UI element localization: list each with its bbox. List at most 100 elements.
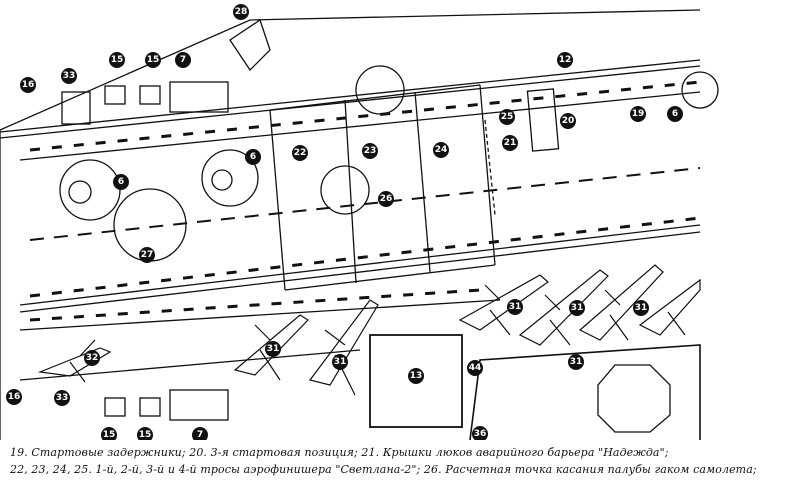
callout-7-bottom: 7 [192,427,208,440]
callout-15-top-b: 15 [145,52,161,68]
svg-text:21: 21 [504,138,517,148]
wire-23 [344,99,357,284]
svg-text:12: 12 [559,55,572,65]
callout-20: 20 [560,113,576,129]
caption-line-2: 22, 23, 24, 25. 1-й, 2-й, 3-й и 4-й трос… [10,463,757,476]
figure-caption: 19. Стартовые задержники; 20. 3-я старто… [0,440,800,486]
svg-text:27: 27 [141,250,154,260]
equip-box-15d [139,397,161,417]
callout-27: 27 [139,247,155,263]
svg-text:33: 33 [56,393,69,403]
upper-circle [355,65,405,115]
wire-25 [479,84,496,266]
callout-21: 21 [502,135,518,151]
deck-edge-lower-line [19,299,501,331]
callout-15-top-a: 15 [109,52,125,68]
callout-24: 24 [433,142,449,158]
svg-text:6: 6 [118,177,124,187]
svg-text:16: 16 [8,392,21,402]
sponson-upper [229,18,271,72]
callout-25: 25 [499,109,515,125]
wire-span-top [269,84,481,111]
equip-box-15a [104,85,126,105]
svg-text:31: 31 [334,357,347,367]
dash-row-top [29,80,701,152]
callout-13: 13 [408,368,424,384]
callout-22: 22 [292,145,308,161]
svg-text:7: 7 [180,55,186,65]
callout-15-bottom-a: 15 [101,427,117,440]
svg-text:15: 15 [103,430,116,440]
callout-31-a: 31 [265,341,281,357]
svg-text:31: 31 [570,357,583,367]
svg-text:15: 15 [147,55,160,65]
runway-border-bottom [19,224,701,306]
equip-block-7a [169,81,229,113]
svg-text:33: 33 [63,71,76,81]
callout-16-bottom: 16 [6,389,22,405]
svg-text:32: 32 [86,353,99,363]
barrier-cover [484,119,496,216]
callout-6-mid: 6 [245,149,261,165]
svg-text:15: 15 [111,55,124,65]
callout-23: 23 [362,143,378,159]
svg-text:28: 28 [235,7,248,17]
callout-28: 28 [233,4,249,20]
aircraft-31c [458,274,549,336]
callout-15-bottom-b: 15 [137,427,153,440]
callout-16-top: 16 [20,77,36,93]
callout-31-b: 31 [332,354,348,370]
callout-6-right: 6 [667,106,683,122]
svg-text:26: 26 [380,194,393,204]
wire-22 [269,109,286,291]
svg-text:24: 24 [435,145,448,155]
upper-right-circle [681,71,719,109]
svg-text:36: 36 [474,429,487,439]
aircraft-32 [37,339,112,383]
aircraft-31d [518,269,609,346]
jet-deflector-20 [526,88,560,152]
callout-33-top: 33 [61,68,77,84]
lift-circle-1 [59,159,121,221]
touchdown-circle [320,165,370,215]
svg-text:31: 31 [509,302,522,312]
svg-text:6: 6 [672,109,678,119]
svg-text:19: 19 [632,109,645,119]
aircraft-31a [233,314,309,381]
runway-border-mid [19,91,701,161]
equip-box-15b [139,85,161,105]
caption-line-1: 19. Стартовые задержники; 20. 3-я старто… [10,446,669,459]
dash-row-bottom [29,216,701,298]
svg-text:6: 6 [250,152,256,162]
callout-36: 36 [472,426,488,440]
callout-32: 32 [84,350,100,366]
equip-block-7b [169,389,229,421]
svg-text:15: 15 [139,430,152,440]
runway-border-top-2 [0,65,701,139]
wire-24 [414,91,431,273]
island-structure [469,344,701,440]
svg-text:25: 25 [501,112,514,122]
equip-box-15c [104,397,126,417]
callout-7-top: 7 [175,52,191,68]
callout-31-c: 31 [507,299,523,315]
svg-text:7: 7 [197,430,203,440]
svg-text:31: 31 [635,303,648,313]
dash-row-lower [29,288,481,322]
callout-31-e: 31 [633,300,649,316]
callout-6-left: 6 [113,174,129,190]
callout-31-f: 31 [568,354,584,370]
runway-border-top [0,59,701,133]
aircraft-31b [308,299,379,396]
wire-span-bottom [284,264,496,291]
lift-circle-2 [201,149,259,207]
svg-text:22: 22 [294,148,307,158]
svg-text:13: 13 [410,371,423,381]
svg-text:23: 23 [364,146,377,156]
callout-12: 12 [557,52,573,68]
callout-19: 19 [630,106,646,122]
svg-text:44: 44 [469,363,482,373]
svg-text:31: 31 [571,303,584,313]
callout-31-d: 31 [569,300,585,316]
svg-text:20: 20 [562,116,575,126]
